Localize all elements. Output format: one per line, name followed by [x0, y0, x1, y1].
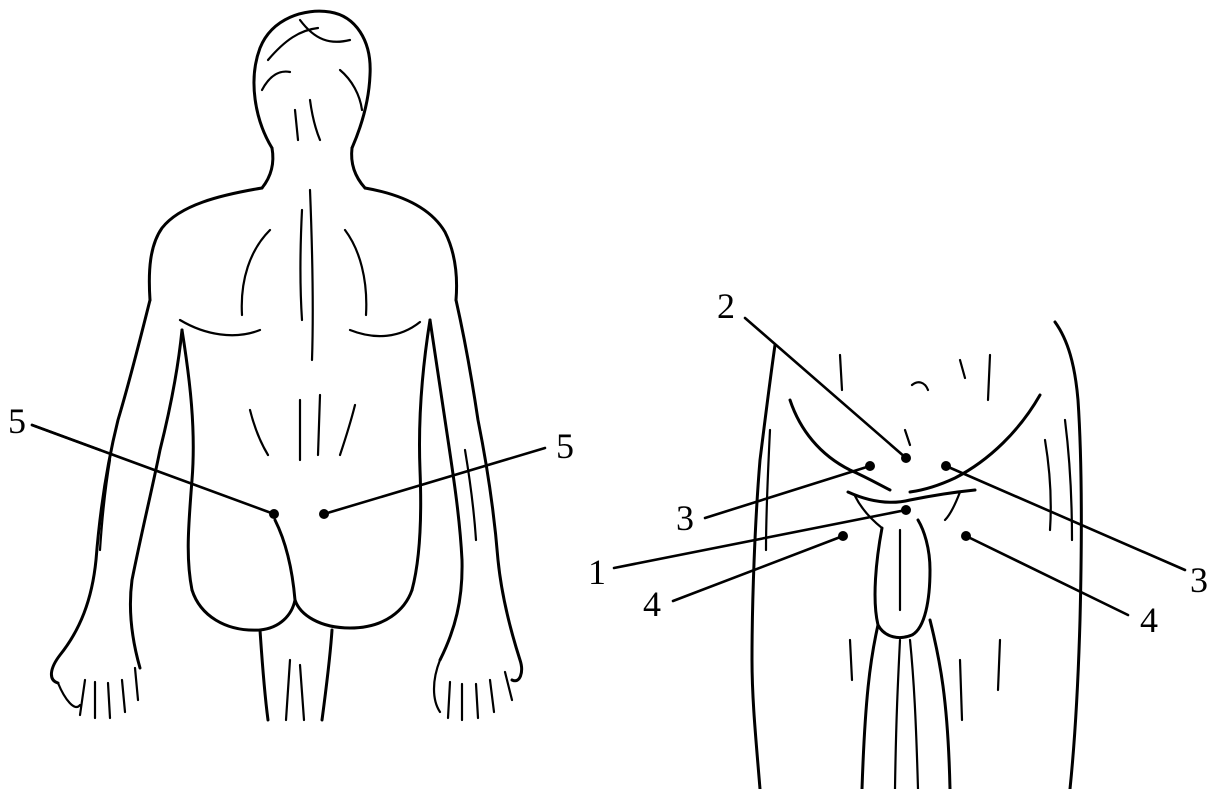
leader-line-3-left — [705, 466, 870, 518]
leader-line-3-right — [946, 466, 1185, 570]
leader-line-1 — [614, 510, 906, 568]
label-1: 1 — [588, 552, 606, 592]
back-view-figure — [51, 11, 521, 720]
point-2 — [901, 453, 911, 463]
point-5-left — [269, 509, 279, 519]
labels: 5 5 2 3 3 1 4 4 — [8, 286, 1208, 640]
point-4-left — [838, 531, 848, 541]
point-3-left — [865, 461, 875, 471]
front-view-figure — [752, 322, 1081, 789]
leader-line-4-left — [673, 536, 843, 601]
label-3-right: 3 — [1190, 560, 1208, 600]
label-4-left: 4 — [643, 584, 661, 624]
point-4-right — [961, 531, 971, 541]
point-5-right — [319, 509, 329, 519]
label-5-left: 5 — [8, 401, 26, 441]
label-4-right: 4 — [1140, 600, 1158, 640]
point-1 — [901, 505, 911, 515]
label-3-left: 3 — [676, 498, 694, 538]
leader-line-5-right — [324, 448, 545, 514]
point-3-right — [941, 461, 951, 471]
label-5-right: 5 — [556, 426, 574, 466]
label-2: 2 — [717, 286, 735, 326]
leader-line-4-right — [966, 536, 1128, 615]
leader-line-5-left-branch — [32, 425, 100, 450]
